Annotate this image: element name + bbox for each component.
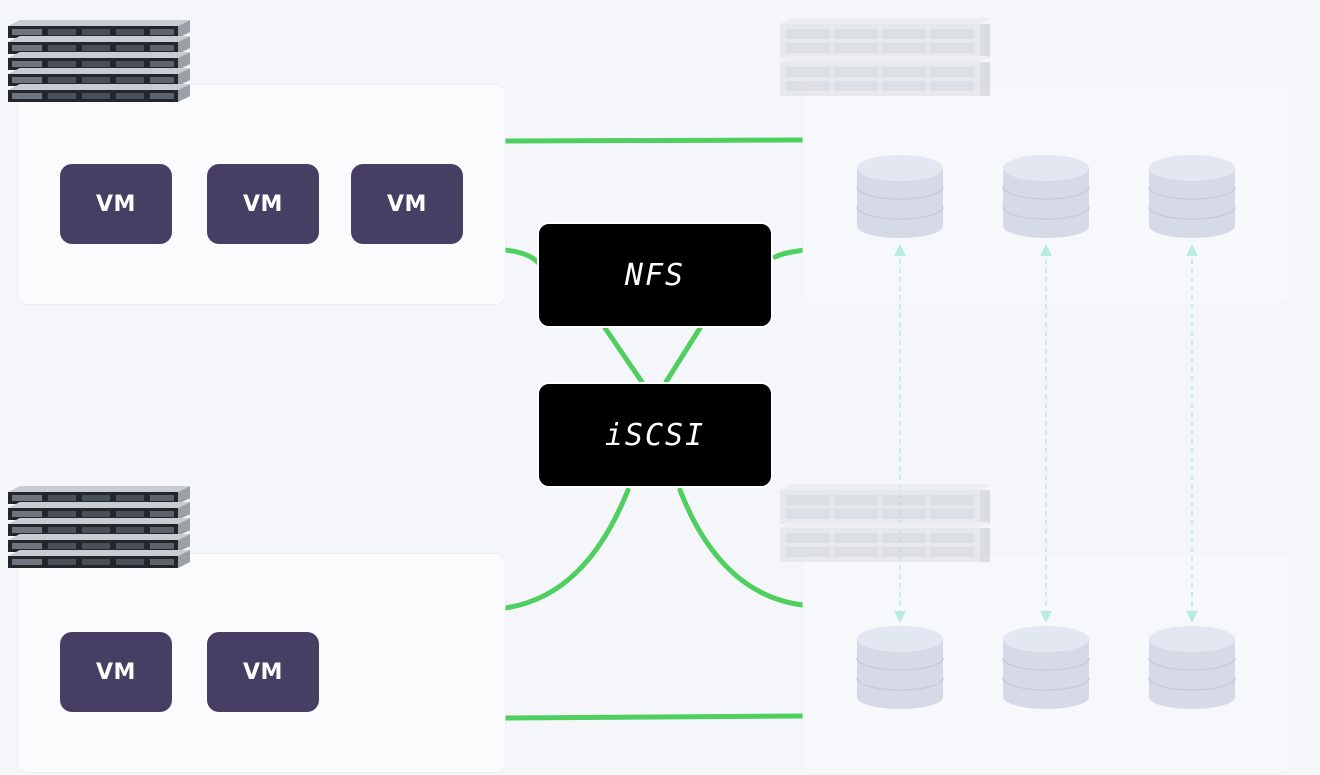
vm-box: VM: [60, 164, 172, 244]
vm-box: VM: [351, 164, 463, 244]
nfs-protocol-box: NFS: [537, 222, 773, 328]
link-nfs-storage1: [772, 247, 806, 260]
storage-server-icon: [780, 484, 990, 562]
link-host2-storage2-direct: [502, 713, 806, 721]
server-rack-stack-icon: [8, 20, 190, 102]
server-rack-stack-icon: [8, 486, 190, 568]
link-nfs-iscsi-right: [663, 325, 703, 385]
link-host1-storage1-direct: [502, 137, 806, 144]
iscsi-protocol-box: iSCSI: [537, 382, 773, 488]
vm-box: VM: [60, 632, 172, 712]
link-iscsi-host2: [502, 487, 631, 611]
vm-box: VM: [207, 164, 319, 244]
link-iscsi-storage2: [677, 487, 806, 608]
link-nfs-iscsi-left: [602, 325, 645, 385]
storage-server-icon: [780, 18, 990, 96]
vm-box: VM: [207, 632, 319, 712]
